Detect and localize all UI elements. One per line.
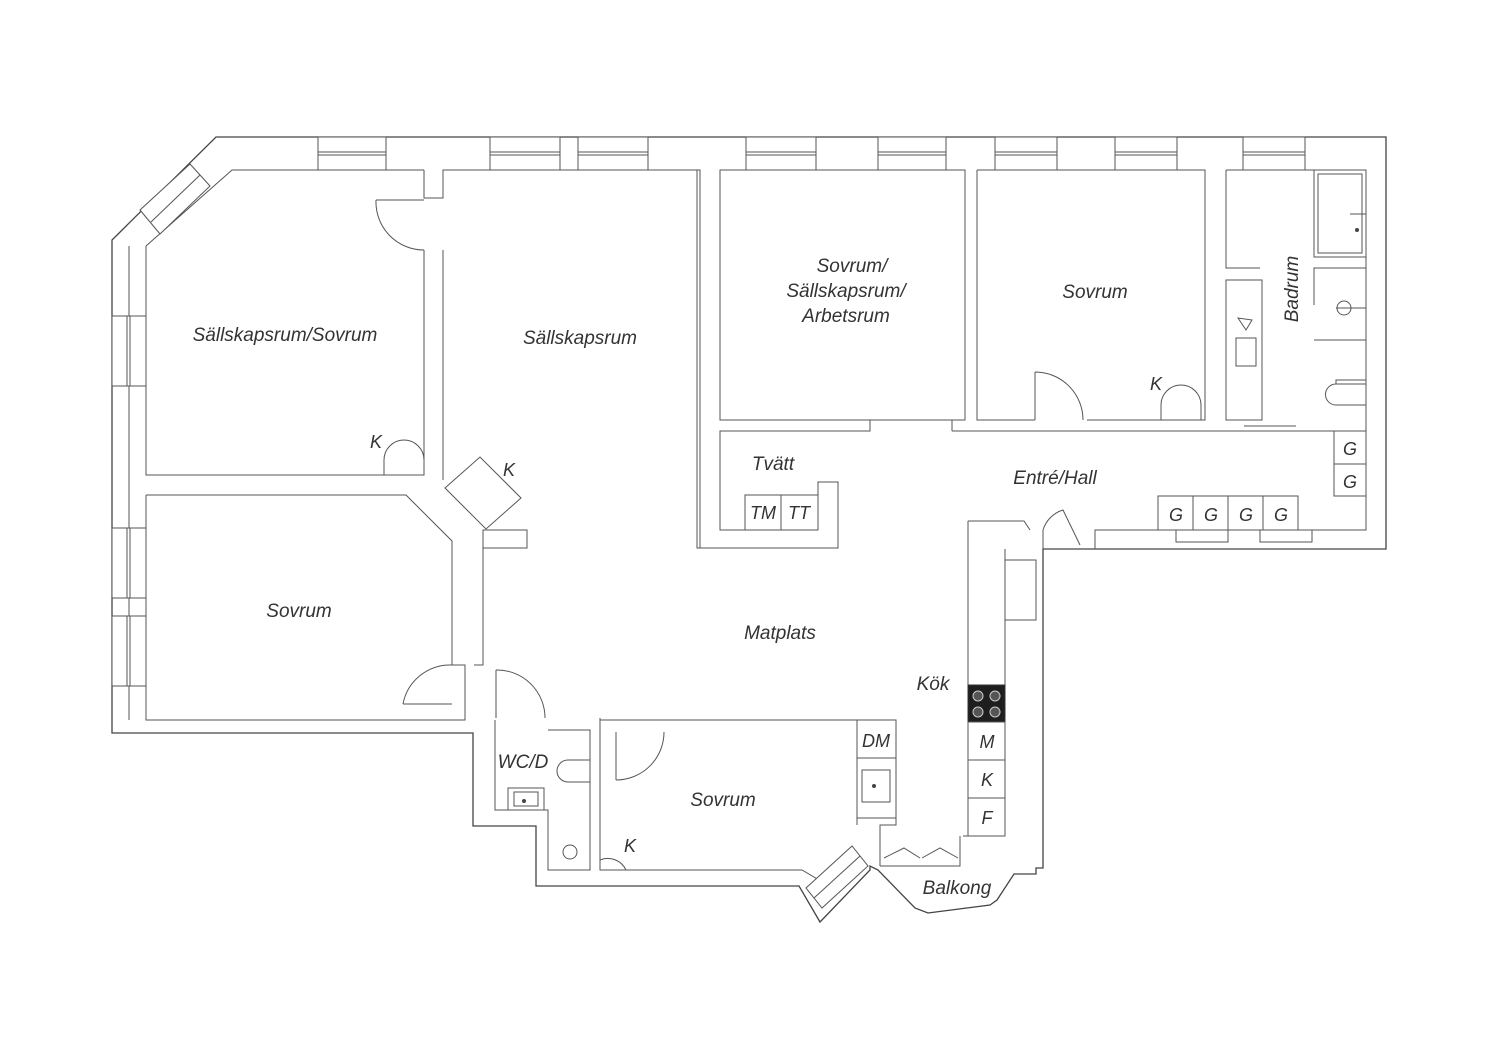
wardrobe-label-5: G — [1343, 439, 1357, 459]
room-label-sovrum-s: Sovrum — [690, 790, 755, 811]
doors — [375, 199, 1084, 859]
wardrobe-label-1: G — [1169, 505, 1183, 525]
room-label-sovrum-multi-line2: Sällskapsrum/ — [786, 281, 907, 302]
wardrobe-label-6: G — [1343, 472, 1357, 492]
wardrobe-label-4: G — [1274, 505, 1288, 525]
washing-machine-label: TM — [750, 503, 776, 523]
dishwasher-label: DM — [862, 731, 890, 751]
room-label-balkong: Balkong — [923, 878, 992, 899]
dryer-label: TT — [788, 503, 812, 523]
stove-label-2: K — [503, 460, 516, 480]
room-label-sovrum-multi-line3: Arbetsrum — [801, 306, 890, 327]
freezer-label: F — [982, 808, 994, 828]
stove-label-3: K — [1150, 374, 1163, 394]
room-label-sallskapsrum-sovrum: Sällskapsrum/Sovrum — [193, 325, 378, 346]
room-label-entre-hall: Entré/Hall — [1013, 468, 1097, 489]
microwave-label: M — [980, 732, 995, 752]
room-label-sovrum-w: Sovrum — [266, 601, 331, 622]
room-label-tvatt: Tvätt — [752, 454, 795, 475]
stove-label-1: K — [370, 432, 383, 452]
fixture-labels: K K K K TM TT G G G G G G DM M K F — [370, 374, 1357, 856]
room-label-badrum: Badrum — [1282, 256, 1303, 323]
room-label-matplats: Matplats — [744, 623, 816, 644]
room-label-sallskapsrum: Sällskapsrum — [523, 328, 637, 349]
windows — [111, 136, 1306, 909]
wardrobe-label-2: G — [1204, 505, 1218, 525]
fridge-label: K — [981, 770, 994, 790]
wardrobe-label-3: G — [1239, 505, 1253, 525]
room-label-kok: Kök — [917, 674, 951, 695]
room-label-sovrum-ne: Sovrum — [1062, 282, 1127, 303]
fixtures — [383, 169, 1367, 871]
room-label-sovrum-multi-line1: Sovrum/ — [817, 256, 889, 277]
room-label-wc-d: WC/D — [498, 752, 549, 773]
room-labels: Sällskapsrum/Sovrum Sällskapsrum Sovrum/… — [193, 256, 1303, 899]
stove-label-4: K — [624, 836, 637, 856]
